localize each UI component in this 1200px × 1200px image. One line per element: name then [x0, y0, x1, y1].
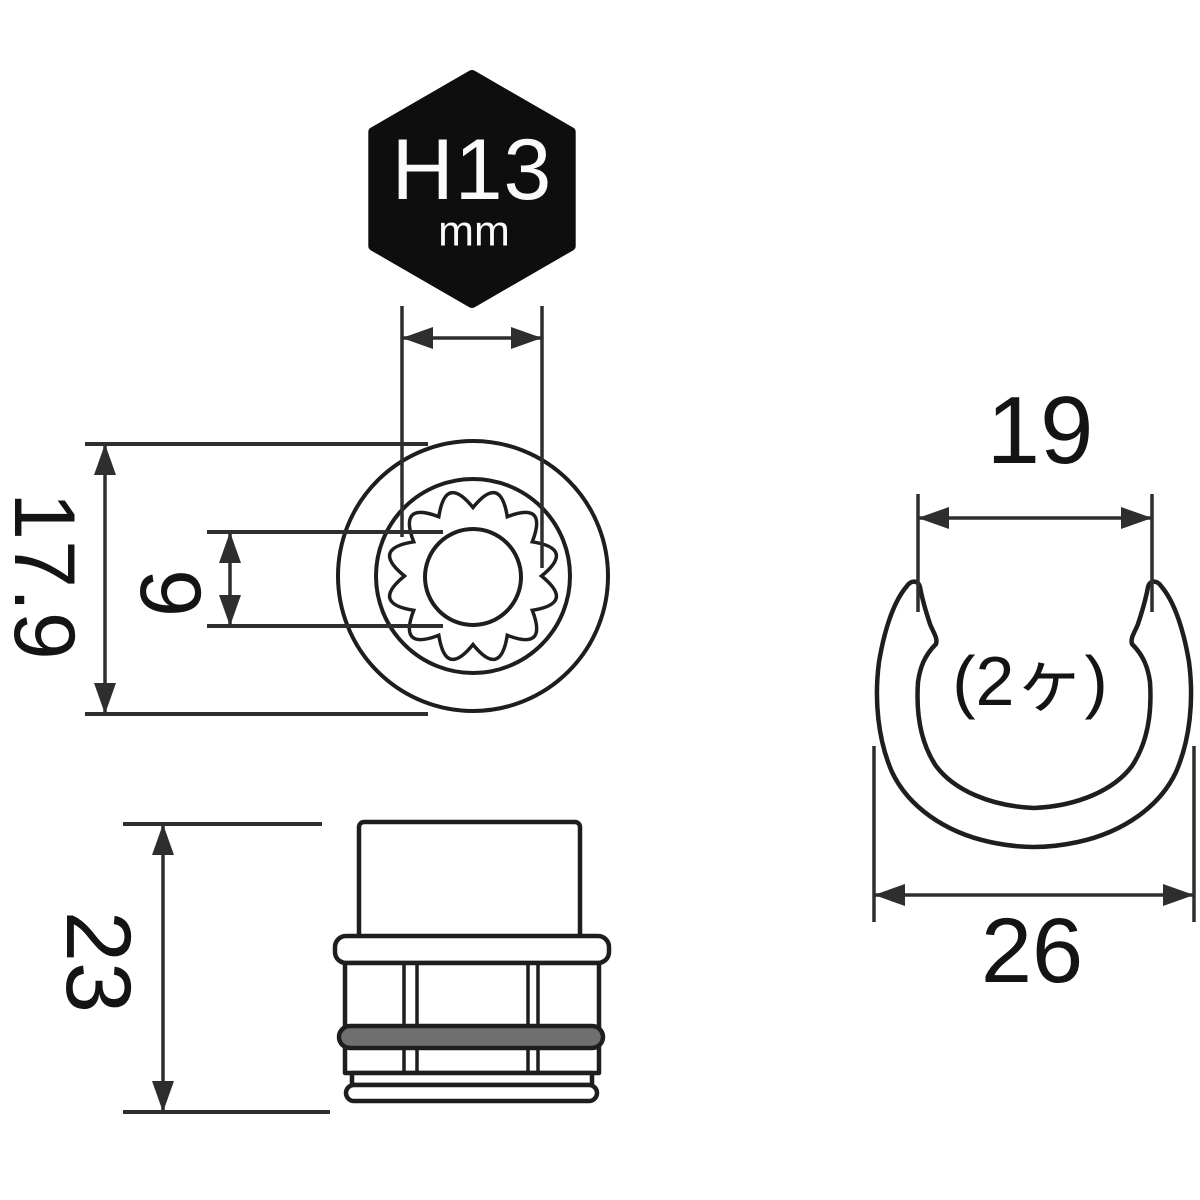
oring-band	[336, 1023, 606, 1051]
bore-circle	[423, 527, 523, 627]
clip-figure	[874, 579, 1194, 850]
dim-clip-inner-width	[916, 494, 1154, 612]
clip-quantity-note: (2ヶ)	[952, 642, 1108, 720]
inner-ring-circle	[374, 477, 572, 675]
dim-outer-diameter	[85, 442, 428, 716]
dim-bore-diameter	[207, 530, 443, 628]
outer-body-circle	[336, 439, 610, 713]
clip-outline	[874, 579, 1194, 850]
flange-rect	[332, 933, 612, 966]
dim-label-clip-inner-width: 19	[986, 377, 1094, 484]
dim-label-clip-outer-width: 26	[980, 900, 1084, 1002]
dim-label-bore-diameter: 9	[122, 569, 218, 617]
dim-clip-outer-width	[872, 746, 1196, 922]
dim-label-body-height: 23	[47, 910, 149, 1014]
shank-rect	[356, 819, 583, 941]
socket-side-view	[332, 819, 612, 1104]
socket-top-view	[336, 439, 610, 713]
hex-size-badge	[368, 70, 576, 308]
badge-size-label: H13	[391, 122, 553, 218]
base-cap-rect	[343, 1082, 600, 1104]
dim-body-height	[123, 822, 330, 1114]
dim-label-outer-diameter: 17.9	[0, 492, 92, 660]
hexagon-shape	[368, 70, 576, 308]
twelve-point-socket-profile	[387, 490, 559, 662]
dim-socket-width	[400, 306, 544, 568]
badge-unit-label: mm	[438, 207, 510, 256]
body-rect	[342, 960, 602, 1076]
